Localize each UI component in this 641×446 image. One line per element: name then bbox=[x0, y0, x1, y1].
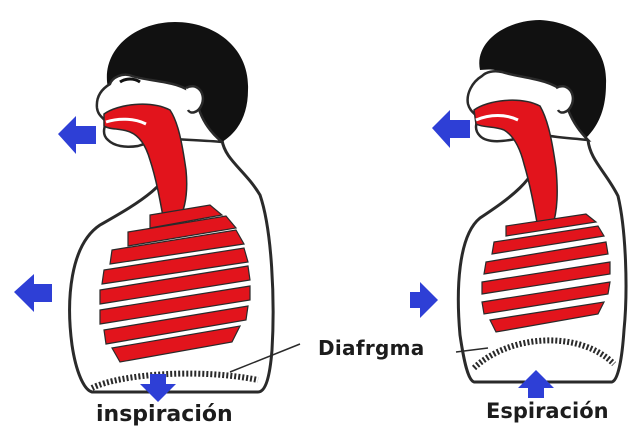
right-ear bbox=[556, 86, 573, 112]
inhalation-figure bbox=[14, 22, 300, 402]
exhalation-figure bbox=[410, 20, 626, 398]
inhalation-label: inspiración bbox=[96, 402, 233, 427]
diaphragm-label: Diafrgma bbox=[318, 336, 425, 360]
left-ear bbox=[186, 86, 203, 112]
exhalation-label: Espiración bbox=[486, 399, 609, 423]
arrow-left-icon bbox=[432, 110, 470, 148]
arrow-right-icon bbox=[410, 282, 438, 318]
arrow-left-icon bbox=[58, 116, 96, 154]
arrow-left-icon bbox=[14, 274, 52, 312]
